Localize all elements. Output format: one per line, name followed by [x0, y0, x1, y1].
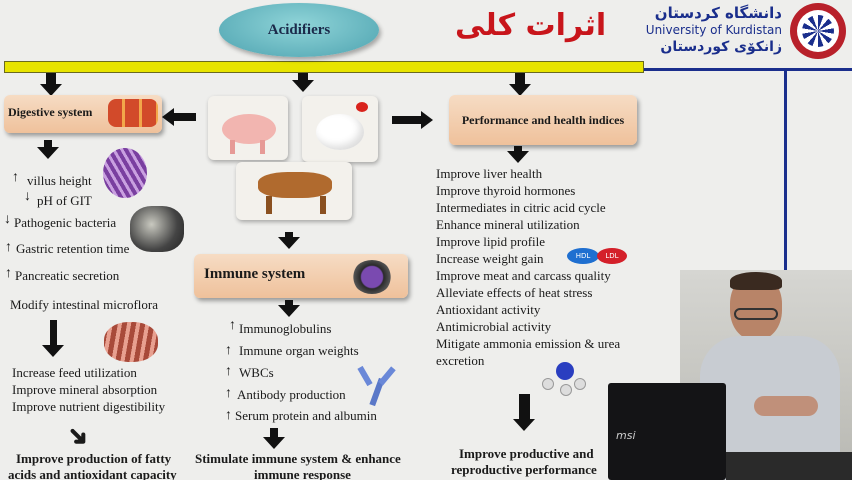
digestive-outcome-1: Increase feed utilization — [12, 365, 137, 380]
laptop: msi — [608, 383, 726, 480]
performance-bottom-1: Improve productive and — [459, 446, 594, 461]
header-line-blue — [644, 68, 852, 71]
performance-item-12: excretion — [436, 353, 485, 368]
performance-item-5: Improve lipid profile — [436, 234, 546, 249]
performance-item-9: Antioxidant activity — [436, 302, 541, 317]
microflora-text: Modify intestinal microflora — [10, 297, 159, 312]
digestive-outcome-2: Improve mineral absorption — [12, 382, 158, 397]
arrow-up-icon: ↑ — [229, 318, 236, 333]
arrow-up-icon: ↑ — [225, 408, 232, 423]
performance-item-10: Antimicrobial activity — [436, 319, 552, 334]
digestive-item-4: Gastric retention time — [16, 241, 130, 256]
digestive-item-2: pH of GIT — [37, 193, 92, 208]
performance-box: Performance and health indices — [449, 95, 637, 145]
intestine-image — [108, 99, 158, 127]
immune-system-box: Immune system — [194, 254, 408, 298]
performance-item-3: Intermediates in citric acid cycle — [436, 200, 606, 215]
presenter-hand — [754, 396, 818, 416]
header-bar — [4, 61, 644, 73]
university-logo-text: دانشگاه کردستان University of Kurdistan … — [640, 4, 782, 56]
immune-system-title: Immune system — [204, 266, 306, 282]
arrow-up-icon: ↑ — [5, 240, 12, 255]
immune-item-2: Immune organ weights — [239, 343, 359, 358]
arrow-down-icon: ↓ — [4, 212, 11, 227]
logo-line-3: زانكۆی كوردستان — [660, 39, 782, 55]
performance-item-4: Enhance mineral utilization — [436, 217, 580, 232]
performance-item-7: Improve meat and carcass quality — [436, 268, 611, 283]
arrow-up-icon: ↑ — [225, 386, 232, 401]
glasses-icon — [734, 308, 778, 320]
digestive-item-1: villus height — [27, 173, 92, 188]
performance-bottom-2: reproductive performance — [451, 462, 597, 477]
performance-item-1: Improve liver health — [436, 166, 543, 181]
villus-image — [103, 148, 147, 198]
ammonia-molecule-icon — [540, 356, 592, 398]
calf-image — [236, 162, 352, 220]
immune-bottom-2: immune response — [254, 467, 351, 480]
immune-item-4: Antibody production — [237, 387, 346, 402]
acidifiers-label: Acidifiers — [267, 21, 331, 38]
arrow-up-icon: ↑ — [12, 170, 19, 185]
hdl-label: HDL — [575, 252, 591, 260]
intestine-tissue-image — [104, 322, 158, 362]
desk — [726, 452, 852, 480]
arrow-down-icon: ↓ — [24, 189, 31, 204]
presenter-video — [680, 270, 852, 480]
digestive-bottom-2: acids and antioxidant capacity — [8, 467, 177, 480]
arrow-up-icon: ↑ — [225, 364, 232, 379]
laptop-brand: msi — [616, 429, 636, 442]
performance-item-6: Increase weight gain — [436, 251, 544, 266]
immune-item-3: WBCs — [239, 365, 274, 380]
digestive-item-3: Pathogenic bacteria — [14, 215, 117, 230]
slide-title: اثرات کلی — [455, 8, 607, 43]
presenter-hair — [730, 272, 782, 290]
digestive-system-box: Digestive system — [4, 95, 162, 133]
arrow-up-icon: ↑ — [225, 343, 232, 358]
acidifiers-ellipse: Acidifiers — [219, 3, 379, 57]
digestive-system-title: Digestive system — [8, 105, 93, 119]
immune-item-1: Immunoglobulins — [239, 321, 332, 336]
performance-item-11: Mitigate ammonia emission & urea — [436, 336, 621, 351]
pig-image — [208, 96, 288, 160]
ldl-badge: LDL — [597, 248, 627, 264]
immune-item-5: Serum protein and albumin — [235, 408, 377, 423]
immune-bottom-1: Stimulate immune system & enhance — [195, 451, 401, 466]
logo-line-1: دانشگاه کردستان — [654, 4, 782, 22]
bacteria-image — [130, 206, 184, 252]
cell-image — [352, 260, 392, 294]
vertical-line-blue — [784, 70, 787, 370]
arrow-up-icon: ↑ — [5, 266, 12, 281]
digestive-outcome-3: Improve nutrient digestibility — [12, 399, 166, 414]
logo-line-2: University of Kurdistan — [645, 23, 782, 37]
arrow-diagonal: ➜ — [60, 418, 97, 455]
digestive-item-5: Pancreatic secretion — [15, 268, 120, 283]
performance-title: Performance and health indices — [461, 112, 625, 127]
performance-item-8: Alleviate effects of heat stress — [436, 285, 593, 300]
chicken-image — [302, 96, 378, 162]
digestive-bottom-1: Improve production of fatty — [16, 451, 172, 466]
hdl-badge: HDL — [567, 248, 599, 264]
university-seal-icon — [790, 3, 846, 59]
performance-item-2: Improve thyroid hormones — [436, 183, 576, 198]
antibody-image — [356, 364, 400, 408]
ldl-label: LDL — [605, 252, 619, 260]
